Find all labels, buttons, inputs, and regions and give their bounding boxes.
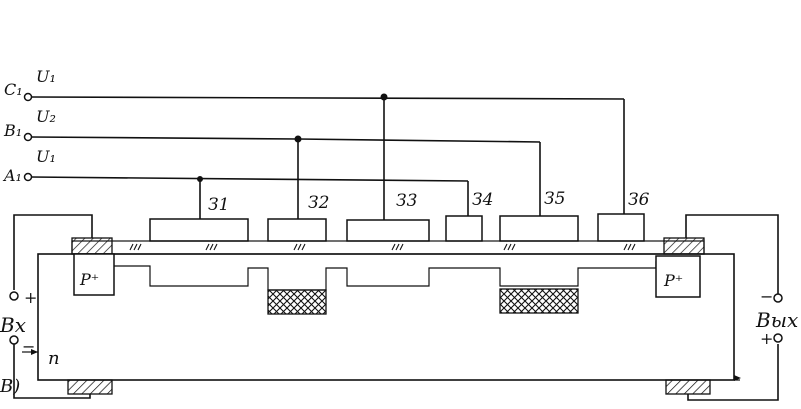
input-wire-bottom	[13, 342, 91, 399]
p-plus-label-right: P⁺	[663, 271, 683, 290]
output-minus-sign: −	[760, 287, 773, 306]
output-wiring: − + Bыx	[685, 214, 798, 401]
input-plus-sign: +	[24, 288, 37, 307]
electrode-z6	[597, 213, 645, 242]
bus-lines	[30, 93, 625, 220]
oxide-tick-marks	[129, 243, 636, 251]
input-terminal-minus[interactable]	[9, 335, 19, 345]
junction-b1	[294, 135, 302, 143]
electrode-label-z2: З2	[308, 193, 329, 213]
output-port-label: Bыx	[755, 308, 798, 332]
input-minus-sign: −	[22, 337, 35, 356]
input-terminals: C₁ B₁ A₁ U₁ U₂ U₁	[2, 67, 56, 185]
voltage-b1: U₂	[36, 107, 56, 126]
substrate-body	[37, 253, 735, 381]
electrode-label-z1: З1	[208, 195, 229, 215]
contact-right-bottom	[665, 379, 711, 395]
input-arrow-head	[31, 349, 38, 355]
electrodes: З1 З2 З3 З4 З5 З6	[149, 189, 650, 242]
bus-a1	[30, 176, 469, 182]
output-plus-sign: +	[760, 329, 773, 348]
junction-a1	[197, 176, 203, 182]
charge-packet-1	[267, 289, 327, 315]
substrate: P⁺ P⁺ n	[37, 253, 735, 395]
electrode-z1	[149, 218, 249, 242]
p-plus-label-left: P⁺	[79, 270, 99, 289]
voltage-c1: U₁	[36, 67, 56, 86]
bus-b1	[30, 136, 299, 140]
voltage-a1: U₁	[36, 147, 56, 166]
contact-left-top	[71, 237, 113, 255]
electrode-label-z5: З5	[544, 189, 565, 209]
electrode-label-z4: З4	[472, 190, 493, 210]
label-b1: B₁	[3, 121, 22, 140]
input-terminal-plus[interactable]	[9, 291, 19, 301]
terminal-c1[interactable]	[23, 92, 33, 102]
input-wire-top	[13, 214, 93, 290]
p-plus-region-left	[73, 253, 115, 296]
corner-label: B)	[0, 376, 20, 397]
junction-c1	[380, 93, 388, 101]
charge-packet-2	[499, 288, 579, 314]
output-terminal-minus[interactable]	[773, 293, 783, 303]
output-wire-bottom	[687, 344, 779, 401]
electrode-z2	[267, 218, 327, 242]
p-plus-region-right	[655, 255, 701, 298]
electrode-z4	[445, 215, 483, 242]
electrode-label-z3: З3	[396, 191, 417, 211]
input-wiring: + − Bx B)	[0, 214, 93, 399]
contact-left-bottom	[67, 379, 113, 395]
bus-c1	[30, 96, 625, 100]
terminal-a1[interactable]	[23, 172, 33, 182]
terminal-b1[interactable]	[23, 132, 33, 142]
label-a1: A₁	[2, 166, 22, 185]
output-terminal-plus[interactable]	[773, 333, 783, 343]
label-c1: C₁	[4, 80, 23, 99]
potential-profile	[112, 261, 680, 291]
output-wire-top	[685, 214, 779, 294]
electrode-z5	[499, 215, 579, 242]
electrode-label-z6: З6	[628, 190, 650, 210]
link-b1-z5	[297, 138, 541, 143]
oxide-strip	[71, 240, 705, 255]
input-port-label: Bx	[0, 313, 26, 337]
contact-right-top	[663, 237, 705, 255]
electrode-z3	[346, 219, 430, 242]
output-arrow-head	[734, 375, 741, 381]
substrate-label-n: n	[48, 348, 60, 369]
